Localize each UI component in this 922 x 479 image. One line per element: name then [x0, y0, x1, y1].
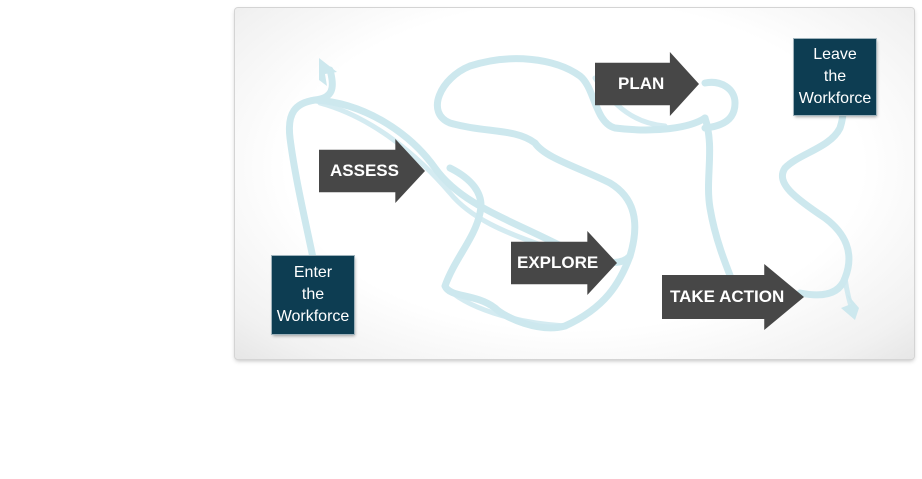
assess-label: ASSESS [330, 161, 399, 180]
leave-workforce-line-3: Workforce [798, 90, 872, 107]
enter-workforce-line-2: the [301, 286, 325, 303]
path-explore-loop-segment [434, 55, 709, 260]
path-exit-segment [779, 89, 853, 299]
enter-workforce-line-1: Enter [293, 264, 333, 281]
path-plan-right-segment [701, 78, 739, 132]
enter-workforce-line-3: Workforce [276, 308, 350, 325]
explore-label: EXPLORE [517, 253, 599, 272]
leave-workforce-box: Leave the Workforce [794, 39, 876, 115]
take-action-label: TAKE ACTION [670, 287, 785, 306]
path-end-arrowhead [841, 294, 859, 320]
path-plan-action-segment [701, 114, 739, 292]
path-entry-segment [285, 66, 336, 262]
plan-label: PLAN [618, 74, 665, 93]
path-secondary-strand [317, 75, 856, 329]
path-start-arrowhead [319, 58, 337, 86]
enter-workforce-box: Enter the Workforce [272, 256, 354, 334]
path-lower-loop-segment [441, 164, 634, 332]
diagram-panel: Enter the Workforce Leave the Workforce … [235, 8, 914, 359]
leave-workforce-line-2: the [823, 68, 847, 85]
leave-workforce-line-1: Leave [813, 46, 857, 63]
